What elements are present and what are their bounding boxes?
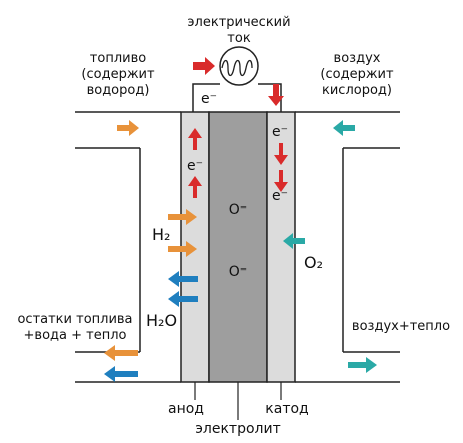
oxide-ion-label: O⁼ bbox=[229, 202, 247, 218]
air-label-line2: (содержит bbox=[320, 67, 394, 82]
cell-structure bbox=[75, 46, 400, 420]
water-arrow bbox=[168, 291, 198, 307]
oxide-ion-label: O⁼ bbox=[229, 264, 247, 280]
cathode-electron-arrow bbox=[274, 143, 288, 165]
fuel-label-line2: (содержит bbox=[81, 67, 155, 82]
residue-label-line1: остатки топлива bbox=[17, 312, 132, 327]
electron-arrow-to-load bbox=[193, 57, 215, 75]
electrolyte-layer bbox=[208, 111, 268, 383]
cathode-electron-arrow bbox=[274, 170, 288, 192]
water-arrow bbox=[168, 271, 198, 287]
air-heat-label: воздух+тепло bbox=[352, 319, 450, 334]
fuel-inlet-arrow bbox=[117, 120, 139, 136]
air-channel-walls bbox=[295, 111, 400, 383]
air-outlet-arrow bbox=[348, 357, 377, 373]
fuel-residue-outlet-arrow bbox=[104, 345, 138, 361]
fuel-channel-walls bbox=[75, 111, 181, 383]
external-circuit-wire bbox=[192, 83, 282, 112]
electron-arrow-from-load bbox=[268, 84, 284, 106]
oxygen-label: O₂ bbox=[304, 253, 323, 272]
electron-label-anode: e⁻ bbox=[187, 158, 203, 174]
cathode-label: катод bbox=[265, 401, 308, 417]
fuel-label-line3: водород) bbox=[87, 83, 150, 98]
fuel-label-line1: топливо bbox=[90, 51, 146, 66]
anode-label: анод bbox=[168, 401, 204, 417]
electrolyte-label: электролит bbox=[195, 421, 281, 437]
anode-electron-arrow bbox=[188, 176, 202, 198]
flow-arrows bbox=[104, 57, 377, 382]
text-labels: электрический ток топливо (содержит водо… bbox=[17, 15, 450, 437]
hydrogen-label: H₂ bbox=[152, 225, 170, 244]
load-coil-icon bbox=[219, 46, 259, 86]
current-label-line1: электрический bbox=[187, 15, 290, 30]
anode-electron-arrow bbox=[188, 128, 202, 150]
electron-label-cathode: e⁻ bbox=[272, 124, 288, 140]
residue-label-line2: +вода + тепло bbox=[24, 328, 127, 343]
hydrogen-arrow bbox=[168, 209, 197, 225]
air-label-line1: воздух bbox=[334, 51, 381, 66]
air-label-line3: кислород) bbox=[322, 83, 392, 98]
oxygen-arrow bbox=[283, 233, 305, 249]
current-label-line2: ток bbox=[227, 31, 251, 46]
water-label: H₂O bbox=[146, 311, 177, 330]
hydrogen-arrow bbox=[168, 241, 197, 257]
electron-label-cathode: e⁻ bbox=[272, 188, 288, 204]
air-inlet-arrow bbox=[333, 120, 355, 136]
water-outlet-arrow bbox=[104, 366, 138, 382]
electron-label-circuit: e⁻ bbox=[201, 91, 217, 107]
